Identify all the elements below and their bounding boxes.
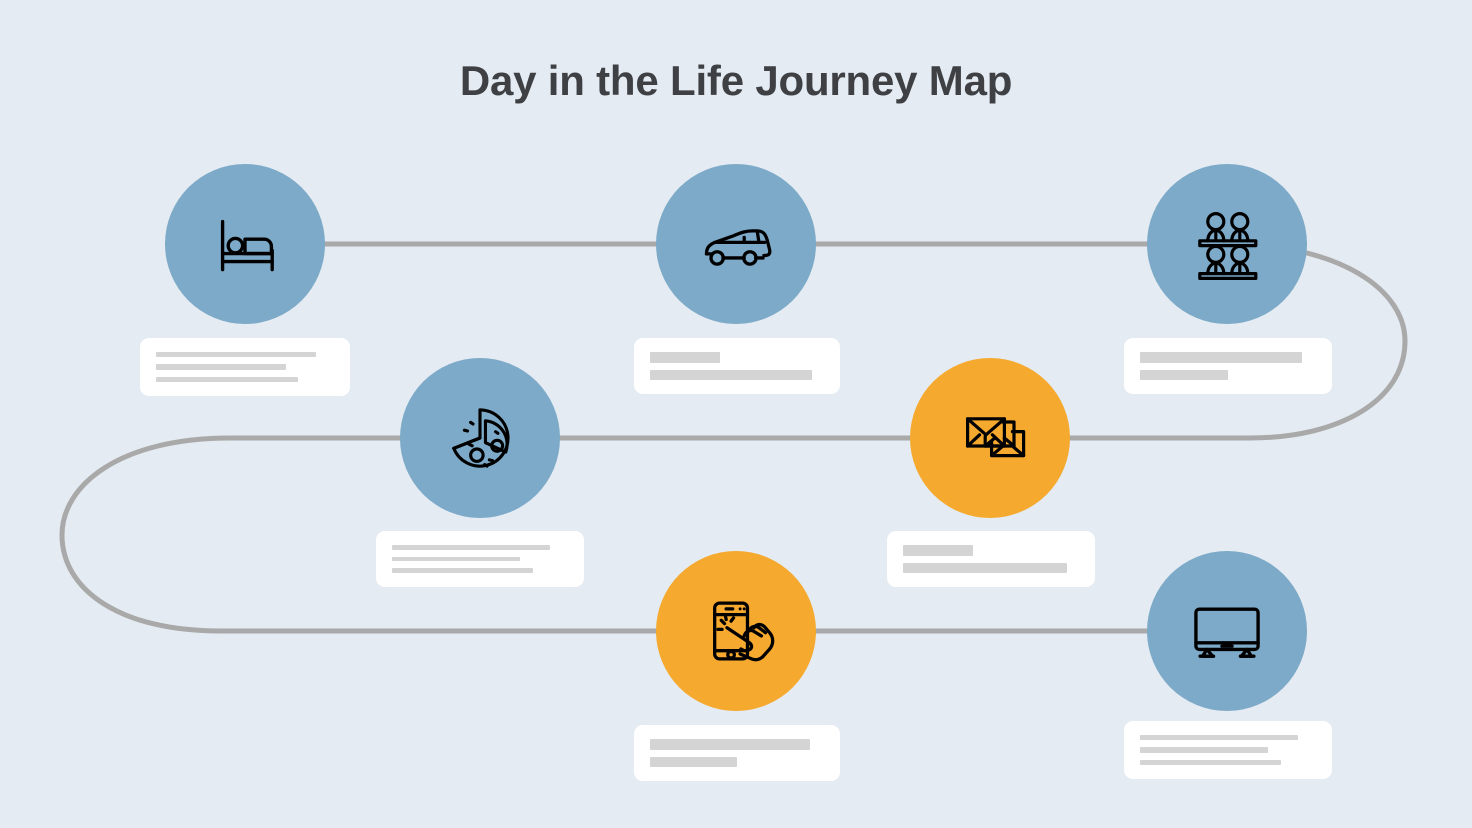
bed-sleeping-icon (205, 204, 285, 284)
placeholder-bar (392, 545, 551, 550)
journey-node-7-television[interactable] (1147, 551, 1307, 711)
journey-card-2 (634, 338, 840, 394)
journey-node-2-car[interactable] (656, 164, 816, 324)
journey-node-3-meeting[interactable] (1147, 164, 1307, 324)
placeholder-bar (1140, 369, 1228, 380)
journey-node-1-bed[interactable] (165, 164, 325, 324)
journey-node-4-pizza[interactable] (400, 358, 560, 518)
placeholder-bar (650, 756, 737, 767)
journey-card-5 (887, 531, 1095, 587)
placeholder-bar (1140, 352, 1302, 363)
page-title: Day in the Life Journey Map (459, 57, 1013, 104)
mobile-tap-icon (695, 590, 777, 672)
placeholder-bar (650, 739, 811, 750)
placeholder-bar (1140, 735, 1299, 741)
television-icon (1185, 589, 1269, 673)
car-icon (695, 203, 777, 285)
journey-card-3 (1124, 338, 1332, 394)
placeholder-bar (650, 369, 812, 380)
placeholder-bar (1140, 747, 1269, 753)
journey-node-6-mobile[interactable] (656, 551, 816, 711)
journey-card-4 (376, 531, 584, 587)
meeting-people-icon (1187, 204, 1267, 284)
journey-node-5-email[interactable] (910, 358, 1070, 518)
placeholder-bar (903, 562, 1067, 573)
placeholder-bar (156, 352, 317, 358)
placeholder-bar (1140, 759, 1281, 765)
placeholder-bar (156, 364, 286, 370)
journey-card-7 (1124, 721, 1332, 779)
journey-card-6 (634, 725, 840, 781)
placeholder-bar (392, 556, 521, 562)
placeholder-bar (392, 568, 533, 574)
journey-card-1 (140, 338, 350, 396)
placeholder-bar (156, 376, 299, 382)
placeholder-bar (903, 545, 974, 556)
placeholder-bar (650, 352, 720, 363)
email-stack-icon (950, 398, 1030, 478)
pizza-icon (441, 399, 519, 477)
